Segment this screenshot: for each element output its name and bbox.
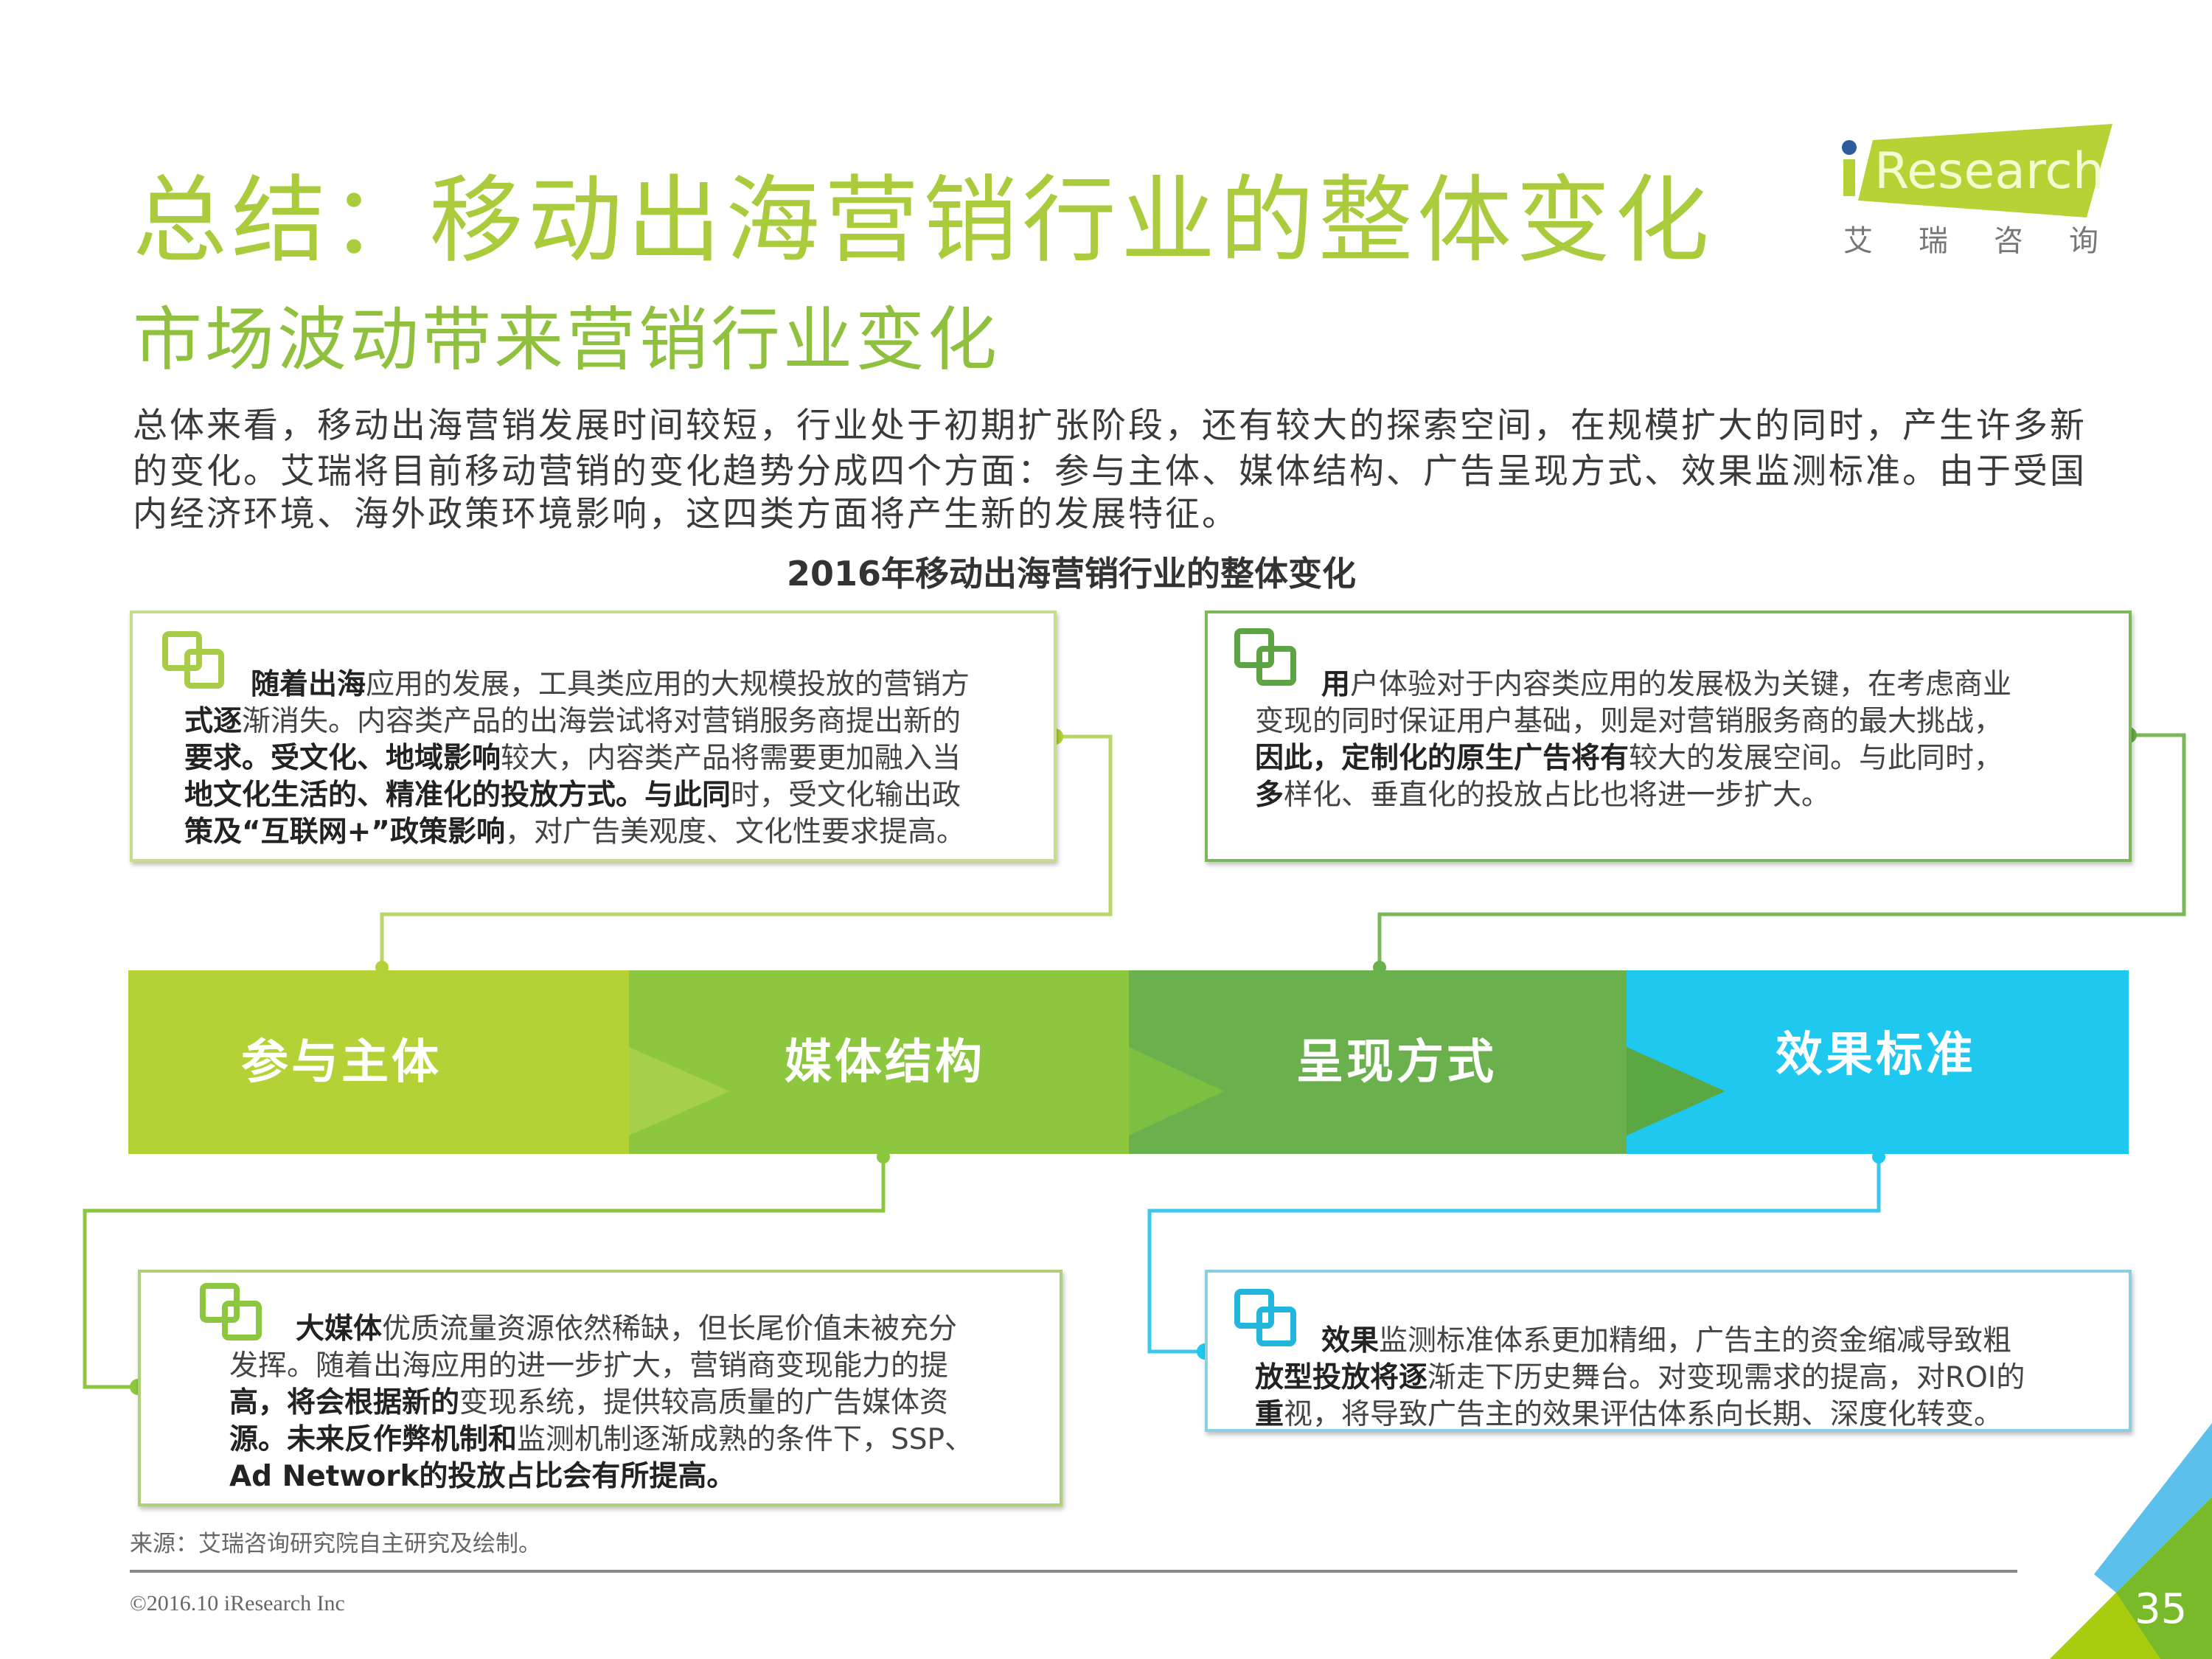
stage-label-media: 媒体结构 — [785, 1035, 985, 1090]
box-text-line: 多样化、垂直化的投放占比也将进一步扩大。 — [1255, 777, 2011, 814]
stage-label-measurement: 效果标准 — [1775, 1028, 1976, 1082]
box-text-line: 变现的同时保证用户基础，则是对营销服务商的最大挑战， — [1255, 703, 2011, 740]
emphasis-text: 式逐 — [184, 705, 243, 738]
copyright: ©2016.10 iResearch Inc — [130, 1591, 345, 1615]
box-text-line: 放型投放将逐渐走下历史舞台。对变现需求的提高，对ROI的 — [1255, 1360, 2025, 1397]
stage-segment-3 — [1129, 970, 1627, 1154]
info-box-measurement: 效果监测标准体系更加精细，广告主的资金缩减导致粗放型投放将逐渐走下历史舞台。对变… — [1205, 1270, 2132, 1432]
intro-line: 总体来看，移动出海营销发展时间较短，行业处于初期扩张阶段，还有较大的探索空间，在… — [133, 406, 2087, 446]
emphasis-text: 效果 — [1321, 1324, 1380, 1357]
stage-arrow — [1627, 1047, 1725, 1135]
box-text-line: 源。未来反作弊机制和监测机制逐渐成熟的条件下，SSP、 — [229, 1422, 973, 1458]
emphasis-text: Ad Network的投放占比会有所提高。 — [229, 1460, 736, 1493]
body-text: 监测标准体系更加精细，广告主的资金缩减导致粗 — [1379, 1324, 2012, 1357]
emphasis-text: 策及“互联网+”政策影响 — [184, 815, 505, 849]
intro-line: 内经济环境、海外政策环境影响，这四类方面将产生新的发展特征。 — [133, 494, 1239, 535]
stage-arrow — [1129, 1047, 1224, 1135]
body-text: 变现的同时保证用户基础，则是对营销服务商的最大挑战， — [1255, 705, 2003, 738]
intro-line: 的变化。艾瑞将目前移动营销的变化趋势分成四个方面：参与主体、媒体结构、广告呈现方… — [133, 451, 2087, 492]
emphasis-text: 重 — [1255, 1398, 1284, 1431]
emphasis-text: 随着出海 — [251, 668, 366, 701]
body-text: 渐消失。内容类产品的出海尝试将对营销服务商提出新的 — [242, 705, 961, 738]
info-box-presentation: 用户体验对于内容类应用的发展极为关键，在考虑商业变现的同时保证用户基础，则是对营… — [1205, 611, 2132, 862]
stage-label-participants: 参与主体 — [241, 1035, 442, 1090]
box-text: 随着出海应用的发展，工具类应用的大规模投放的营销方式逐渐消失。内容类产品的出海尝… — [184, 667, 970, 851]
body-text: 优质流量资源依然稀缺，但长尾价值未被充分 — [382, 1312, 958, 1346]
emphasis-text: 因此，定制化的原生广告将有 — [1255, 742, 1630, 775]
info-box-participants: 随着出海应用的发展，工具类应用的大规模投放的营销方式逐渐消失。内容类产品的出海尝… — [130, 611, 1057, 862]
linked-squares-icon — [200, 1283, 262, 1340]
page-title: 总结：移动出海营销行业的整体变化 — [133, 166, 1714, 276]
emphasis-text: 大媒体 — [296, 1312, 383, 1346]
page-subtitle: 市场波动带来营销行业变化 — [133, 300, 1001, 380]
emphasis-text: 放型投放将逐 — [1255, 1361, 1428, 1394]
diagram-title: 2016年移动出海营销行业的整体变化 — [786, 554, 1357, 594]
box-text-line: 式逐渐消失。内容类产品的出海尝试将对营销服务商提出新的 — [184, 703, 970, 740]
box-text-line: 随着出海应用的发展，工具类应用的大规模投放的营销方 — [184, 667, 970, 703]
page-number: 35 — [2135, 1585, 2188, 1633]
emphasis-text: 高，将会根据新的 — [229, 1386, 460, 1419]
connector-box3 — [83, 1154, 886, 1389]
body-text: 样化、垂直化的投放占比也将进一步扩大。 — [1284, 779, 1831, 812]
stage-segment-1 — [128, 970, 629, 1154]
body-text: 发挥。随着出海应用的进一步扩大，营销商变现能力的提 — [229, 1349, 949, 1382]
emphasis-text: 要求。受文化、地域影响 — [184, 742, 501, 775]
box-text-line: 地文化生活的、精准化的投放方式。与此同时，受文化输出政 — [184, 777, 970, 814]
body-text: 时，受文化输出政 — [731, 779, 961, 812]
connector-box1 — [380, 734, 1113, 970]
corner-decoration — [2050, 1593, 2160, 1659]
linked-squares-icon — [162, 631, 224, 689]
box-text-line: 效果监测标准体系更加精细，广告主的资金缩减导致粗 — [1255, 1323, 2025, 1360]
body-text: 变现系统，提供较高质量的广告媒体资 — [459, 1386, 949, 1419]
emphasis-text: 多 — [1255, 779, 1284, 812]
connector-box2 — [1377, 733, 2186, 970]
box-text-line: 发挥。随着出海应用的进一步扩大，营销商变现能力的提 — [229, 1348, 973, 1385]
svg-text:艾瑞咨询: 艾瑞咨询 — [1843, 224, 2131, 258]
iresearch-logo: Research 艾瑞咨询 — [1842, 124, 2131, 258]
box-text-line: Ad Network的投放占比会有所提高。 — [229, 1458, 973, 1495]
body-text: 户体验对于内容类应用的发展极为关键，在考虑商业 — [1350, 668, 2012, 701]
stage-segment-2 — [629, 970, 1129, 1154]
emphasis-text: 地文化生活的、精准化的投放方式。与此同 — [184, 779, 731, 812]
connector-box4 — [1147, 1154, 1881, 1354]
box-text: 用户体验对于内容类应用的发展极为关键，在考虑商业变现的同时保证用户基础，则是对营… — [1255, 667, 2011, 814]
box-text-line: 高，将会根据新的变现系统，提供较高质量的广告媒体资 — [229, 1385, 973, 1422]
stage-label-presentation: 呈现方式 — [1296, 1035, 1497, 1090]
box-text-line: 重视，将导致广告主的效果评估体系向长期、深度化转变。 — [1255, 1397, 2025, 1433]
box-text: 效果监测标准体系更加精细，广告主的资金缩减导致粗放型投放将逐渐走下历史舞台。对变… — [1255, 1323, 2025, 1433]
body-text: 视，将导致广告主的效果评估体系向长期、深度化转变。 — [1284, 1398, 2003, 1431]
emphasis-text: 用 — [1321, 668, 1351, 701]
stage-segment-4 — [1627, 970, 2129, 1154]
source-note: 来源：艾瑞咨询研究院自主研究及绘制。 — [130, 1531, 541, 1557]
linked-squares-icon — [1234, 628, 1296, 686]
body-text: 渐走下历史舞台。对变现需求的提高，对ROI的 — [1427, 1361, 2025, 1394]
body-text: 较大的发展空间。与此同时， — [1629, 742, 2003, 775]
emphasis-text: 源。未来反作弊机制和 — [229, 1423, 518, 1456]
box-text-line: 策及“互联网+”政策影响，对广告美观度、文化性要求提高。 — [184, 814, 970, 851]
corner-decoration — [2094, 1423, 2212, 1593]
box-text-line: 因此，定制化的原生广告将有较大的发展空间。与此同时， — [1255, 740, 2011, 777]
box-text-line: 用户体验对于内容类应用的发展极为关键，在考虑商业 — [1255, 667, 2011, 703]
stage-arrow — [629, 1047, 730, 1135]
body-text: ，对广告美观度、文化性要求提高。 — [504, 815, 965, 849]
info-box-media: 大媒体优质流量资源依然稀缺，但长尾价值未被充分发挥。随着出海应用的进一步扩大，营… — [138, 1270, 1062, 1506]
body-text: 应用的发展，工具类应用的大规模投放的营销方 — [366, 668, 970, 701]
body-text: 监测机制逐渐成熟的条件下，SSP、 — [517, 1423, 974, 1456]
box-text-line: 要求。受文化、地域影响较大，内容类产品将需要更加融入当 — [184, 740, 970, 777]
svg-text:Research: Research — [1874, 142, 2104, 201]
linked-squares-icon — [1234, 1289, 1296, 1346]
footer-divider — [130, 1570, 2017, 1573]
body-text: 较大，内容类产品将需要更加融入当 — [501, 742, 961, 775]
box-text-line: 大媒体优质流量资源依然稀缺，但长尾价值未被充分 — [229, 1311, 973, 1348]
box-text: 大媒体优质流量资源依然稀缺，但长尾价值未被充分发挥。随着出海应用的进一步扩大，营… — [229, 1311, 973, 1495]
